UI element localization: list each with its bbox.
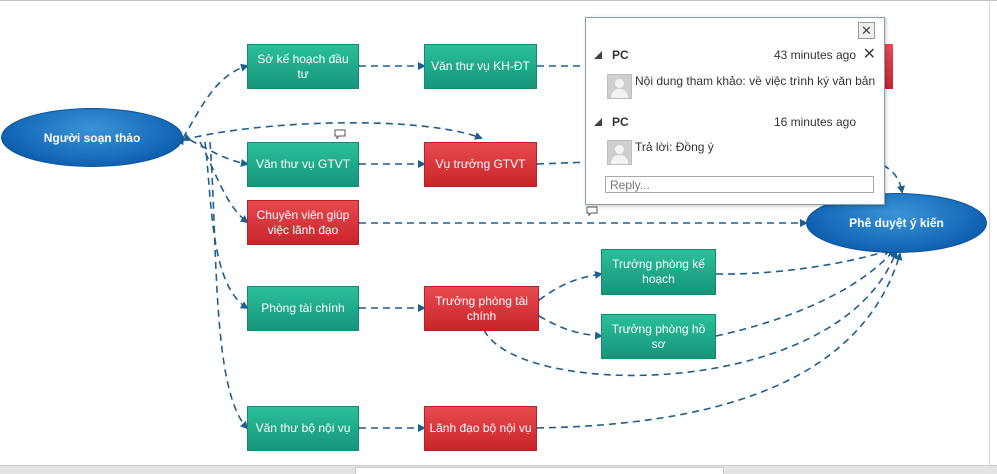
delete-icon[interactable]: ✕: [862, 46, 876, 63]
connector-author-interior: [209, 141, 249, 430]
right-border: [989, 0, 990, 465]
node-approve-label: Phê duyệt ý kiến: [849, 216, 944, 230]
comment-text: Nội dung tham khảo: về việc trình ký văn…: [635, 74, 876, 88]
node-planning-dept[interactable]: Sở kế hoạch đầu tư: [247, 44, 359, 89]
collapse-triangle-icon[interactable]: [594, 51, 602, 59]
connector-author-transport-head-arc: [176, 121, 483, 146]
node-author[interactable]: Người soạn thảo: [1, 108, 183, 167]
comment-marker-icon[interactable]: [586, 206, 598, 216]
node-records-head-label: Trưởng phòng hồ sơ: [611, 321, 706, 351]
comment-marker-icon[interactable]: [334, 129, 346, 139]
node-finance-head[interactable]: Trưởng phòng tài chính: [424, 286, 539, 331]
avatar: [607, 74, 632, 99]
node-records-head[interactable]: Trưởng phòng hồ sơ: [601, 314, 716, 359]
comment-thread-header[interactable]: PC 16 minutes ago: [594, 115, 876, 131]
connector-author-assistant: [199, 141, 249, 224]
connector-interior-approve: [530, 252, 903, 433]
collapse-triangle-icon[interactable]: [594, 118, 602, 126]
node-assistant-label: Chuyên viên giúp việc lãnh đạo: [256, 207, 350, 237]
node-finance-dept[interactable]: Phòng tài chính: [247, 286, 359, 331]
comment-author: PC: [612, 115, 629, 129]
node-assistant[interactable]: Chuyên viên giúp việc lãnh đạo: [247, 200, 359, 245]
node-author-label: Người soạn thảo: [43, 130, 141, 145]
connector-author-transport-clerk: [182, 133, 249, 167]
connector-records-approve: [715, 248, 896, 337]
node-interior-clerk-label: Văn thư bộ nội vụ: [255, 421, 351, 435]
top-border: [0, 0, 997, 1]
node-planning-clerk[interactable]: Văn thư vụ KH-ĐT: [424, 44, 537, 89]
avatar: [607, 140, 632, 165]
node-partial-hidden[interactable]: [883, 44, 893, 89]
close-icon[interactable]: ✕: [858, 22, 875, 39]
comment-text: Trả lời: Đồng ý: [635, 140, 714, 154]
node-planning-dept-label: Sở kế hoạch đầu tư: [257, 51, 349, 81]
connector-finance-planning-head: [531, 270, 603, 307]
connector-panel-approve: [882, 164, 905, 194]
comment-author: PC: [612, 48, 629, 62]
node-transport-head-label: Vụ trưởng GTVT: [435, 157, 526, 171]
bottom-input-area[interactable]: [355, 467, 724, 474]
node-planning-clerk-label: Văn thư vụ KH-ĐT: [431, 59, 530, 73]
node-transport-clerk-label: Văn thư vụ GTVT: [255, 157, 351, 171]
comment-thread-header[interactable]: PC 43 minutes ago ✕: [594, 46, 876, 64]
node-finance-dept-label: Phòng tài chính: [261, 301, 345, 315]
node-finance-head-label: Trưởng phòng tài chính: [435, 293, 528, 323]
connector-planning-head-approve: [715, 248, 892, 275]
comment-panel: ✕ PC 43 minutes ago ✕ Nội dung tham khảo…: [585, 17, 885, 205]
comment-time: 43 minutes ago: [773, 48, 856, 62]
reply-input[interactable]: Reply...: [605, 176, 874, 193]
node-interior-lead[interactable]: Lãnh đạo bộ nội vụ: [424, 406, 537, 451]
connector-finance-records-head: [531, 309, 603, 340]
node-planning-head[interactable]: Trưởng phòng kế hoạch: [601, 249, 716, 295]
node-interior-clerk[interactable]: Văn thư bộ nội vụ: [247, 406, 359, 451]
node-transport-clerk[interactable]: Văn thư vụ GTVT: [247, 142, 359, 187]
node-interior-lead-label: Lãnh đạo bộ nội vụ: [429, 421, 532, 435]
node-transport-head[interactable]: Vụ trưởng GTVT: [424, 142, 537, 187]
connector-transport-head-right: [530, 160, 591, 169]
node-planning-head-label: Trưởng phòng kế hoạch: [612, 257, 705, 286]
comment-time: 16 minutes ago: [773, 115, 856, 129]
connector-author-planning-dept: [176, 63, 249, 146]
